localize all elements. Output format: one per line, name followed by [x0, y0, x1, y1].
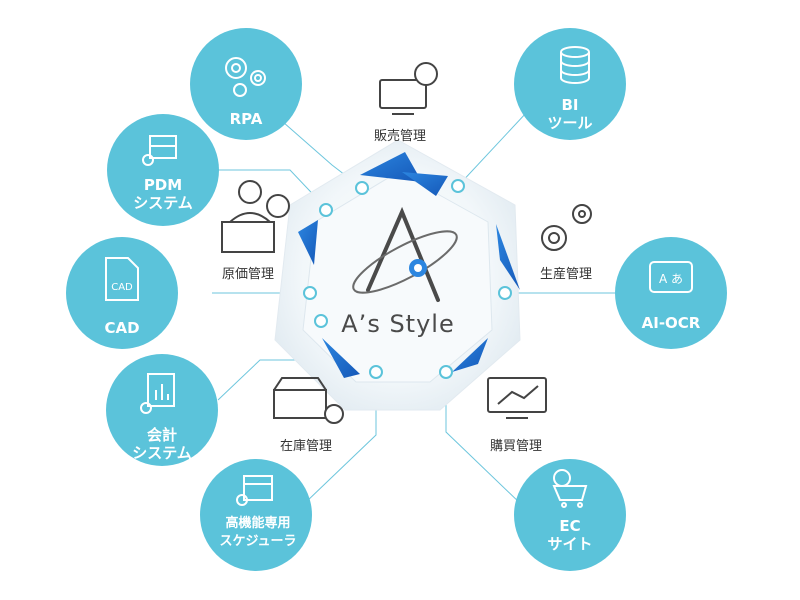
circle-label-cad-0: CAD [104, 319, 139, 337]
hub-corner-right [496, 224, 520, 290]
circle-label-kaikei-1: システム [132, 444, 192, 462]
module-zaiko[interactable]: 在庫管理 [273, 377, 344, 454]
circle-label-rpa-0: RPA [230, 110, 263, 128]
gears-icon [225, 57, 266, 97]
circle-scheduler[interactable]: 高機能専用 スケジューラ [200, 459, 312, 571]
hub-corner-left [298, 220, 318, 265]
circle-label-scheduler-0: 高機能専用 [225, 515, 290, 531]
chip-icon: A あ [649, 261, 693, 293]
module-label-kobai: 購買管理 [490, 439, 542, 454]
gears-icon [541, 204, 592, 251]
circle-ec[interactable]: EC サイト [514, 459, 626, 571]
circle-label-kaikei-0: 会計 [147, 426, 177, 444]
chart-document-icon [140, 373, 175, 414]
blueprint-gear-icon [142, 135, 177, 166]
brand-logo-icon [352, 206, 458, 302]
node-scheduler [369, 365, 383, 379]
circle-pdm[interactable]: PDM システム [107, 114, 219, 226]
svg-text:CAD: CAD [111, 282, 133, 293]
circle-bi[interactable]: BI ツール [514, 28, 626, 140]
circle-label-bi-0: BI [561, 96, 578, 114]
module-label-zaiko: 在庫管理 [280, 439, 332, 454]
node-pdm [319, 203, 333, 217]
circle-kaikei[interactable]: 会計 システム [106, 354, 218, 466]
module-genka[interactable]: 原価管理 [221, 180, 290, 282]
monitor-cart-icon [379, 62, 438, 115]
connector-nodes [303, 179, 512, 379]
brand-name: A’s Style [341, 310, 454, 338]
node-cad [303, 286, 317, 300]
connector-bi [457, 111, 528, 187]
central-hub: A’s Style [274, 139, 521, 411]
circle-label-ec-0: EC [559, 517, 580, 535]
module-label-genka: 原価管理 [222, 267, 274, 282]
circle-label-bi-1: ツール [547, 114, 592, 132]
cad-file-icon: CAD [105, 257, 139, 301]
box-check-icon [273, 377, 344, 424]
circle-label-ec-1: サイト [547, 535, 592, 553]
person-laptop-yen-icon [221, 180, 290, 253]
module-label-hanbai: 販売管理 [374, 128, 426, 144]
circle-label-aiocr-0: AI-OCR [642, 314, 701, 332]
node-kaikei [314, 314, 328, 328]
hub-corner-bottom-right [452, 338, 488, 372]
monitor-chart-icon [487, 377, 547, 419]
svg-text:A あ: A あ [659, 272, 683, 286]
yen-cart-icon [552, 469, 588, 508]
module-seisan[interactable]: 生産管理 [540, 204, 592, 282]
circle-cad[interactable]: CAD CAD [66, 237, 178, 349]
module-kobai[interactable]: 購買管理 [487, 377, 547, 454]
module-hanbai[interactable]: 販売管理 [374, 62, 438, 144]
circle-label-pdm-0: PDM [144, 176, 182, 194]
circle-label-scheduler-1: スケジューラ [219, 534, 296, 549]
node-aiocr [498, 286, 512, 300]
hub-corner-bottom-left [322, 338, 360, 378]
calendar-gear-icon [236, 475, 273, 506]
node-bi [451, 179, 465, 193]
circle-aiocr[interactable]: A あ AI-OCR [615, 237, 727, 349]
database-icon [560, 46, 590, 84]
node-rpa [355, 181, 369, 195]
circle-label-pdm-1: システム [133, 194, 193, 212]
module-label-seisan: 生産管理 [540, 266, 592, 282]
hub-corner-top-right [402, 172, 448, 196]
circle-rpa[interactable]: RPA [190, 28, 302, 140]
node-ec [439, 365, 453, 379]
